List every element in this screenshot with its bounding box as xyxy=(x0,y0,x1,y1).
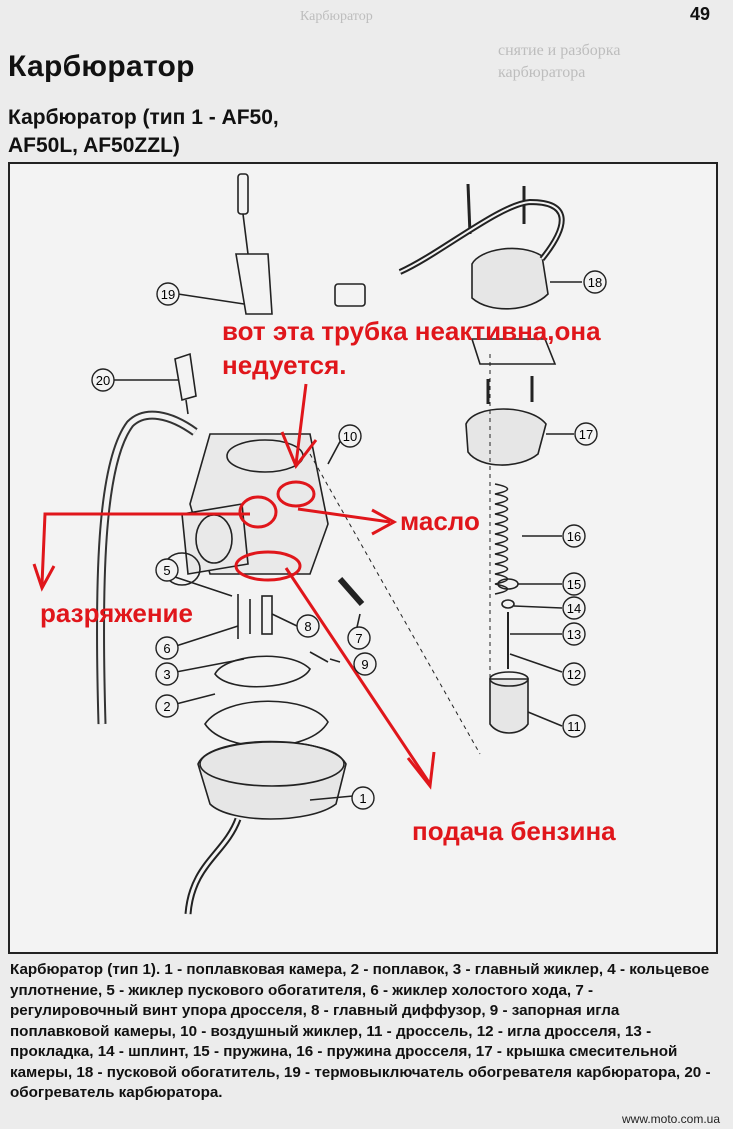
bleed-text-2: карбюратора xyxy=(498,64,586,81)
svg-text:6: 6 xyxy=(163,641,170,656)
site-watermark: www.moto.com.ua xyxy=(622,1112,721,1126)
callout-16: 16 xyxy=(562,524,586,548)
callout-3: 3 xyxy=(155,662,179,686)
svg-text:5: 5 xyxy=(163,563,170,578)
carburetor-diagram: 19 20 10 5 6 3 2 8 9 7 1 18 17 16 15 14 … xyxy=(8,162,718,954)
annotation-tube-inactive: вот эта трубка неактивна,она xyxy=(222,316,601,346)
callout-10: 10 xyxy=(338,424,362,448)
svg-text:12: 12 xyxy=(567,667,581,682)
bleed-text-1: снятие и разборка xyxy=(498,42,621,59)
callout-17: 17 xyxy=(574,422,598,446)
callout-numbers: 19 20 10 5 6 3 2 8 9 7 1 18 17 16 15 14 … xyxy=(91,270,607,810)
svg-text:10: 10 xyxy=(343,429,357,444)
callout-9: 9 xyxy=(353,652,377,676)
svg-text:1: 1 xyxy=(359,791,366,806)
callout-15: 15 xyxy=(562,572,586,596)
callout-2: 2 xyxy=(155,694,179,718)
svg-text:19: 19 xyxy=(161,287,175,302)
annotation-oil: масло xyxy=(400,506,480,536)
figure-caption: Карбюратор (тип 1). 1 - поплавковая каме… xyxy=(10,961,711,1101)
svg-text:8: 8 xyxy=(304,619,311,634)
callout-5: 5 xyxy=(155,558,179,582)
callout-8: 8 xyxy=(296,614,320,638)
page-number: 49 xyxy=(690,4,711,24)
annotation-vacuum: разряжение xyxy=(40,598,193,628)
svg-text:2: 2 xyxy=(163,699,170,714)
callout-18: 18 xyxy=(583,270,607,294)
callout-1: 1 xyxy=(351,786,375,810)
callout-13: 13 xyxy=(562,622,586,646)
svg-text:13: 13 xyxy=(567,627,581,642)
svg-text:18: 18 xyxy=(588,275,602,290)
page-title: Карбюратор xyxy=(8,50,195,83)
svg-text:20: 20 xyxy=(96,373,110,388)
callout-19: 19 xyxy=(156,282,180,306)
svg-text:16: 16 xyxy=(567,529,581,544)
svg-text:14: 14 xyxy=(567,601,581,616)
exploded-view-drawing: 19 20 10 5 6 3 2 8 9 7 1 18 17 16 15 14 … xyxy=(32,173,607,915)
svg-text:3: 3 xyxy=(163,667,170,682)
callout-7: 7 xyxy=(347,626,371,650)
page-header: Карбюратор xyxy=(300,9,373,24)
red-markings xyxy=(32,383,436,790)
svg-text:11: 11 xyxy=(567,719,581,734)
section-subtitle: Карбюратор (тип 1 - AF50, AF50L, AF50ZZL… xyxy=(8,106,279,157)
svg-text:7: 7 xyxy=(355,631,362,646)
svg-text:9: 9 xyxy=(361,657,368,672)
svg-text:15: 15 xyxy=(567,577,581,592)
callout-12: 12 xyxy=(562,662,586,686)
callout-20: 20 xyxy=(91,368,115,392)
callout-11: 11 xyxy=(562,714,586,738)
callout-14: 14 xyxy=(562,596,586,620)
annotation-tube-inactive-2: недуется. xyxy=(222,350,347,380)
callout-6: 6 xyxy=(155,636,179,660)
svg-text:17: 17 xyxy=(579,427,593,442)
annotation-fuel-supply: подача бензина xyxy=(412,816,616,846)
